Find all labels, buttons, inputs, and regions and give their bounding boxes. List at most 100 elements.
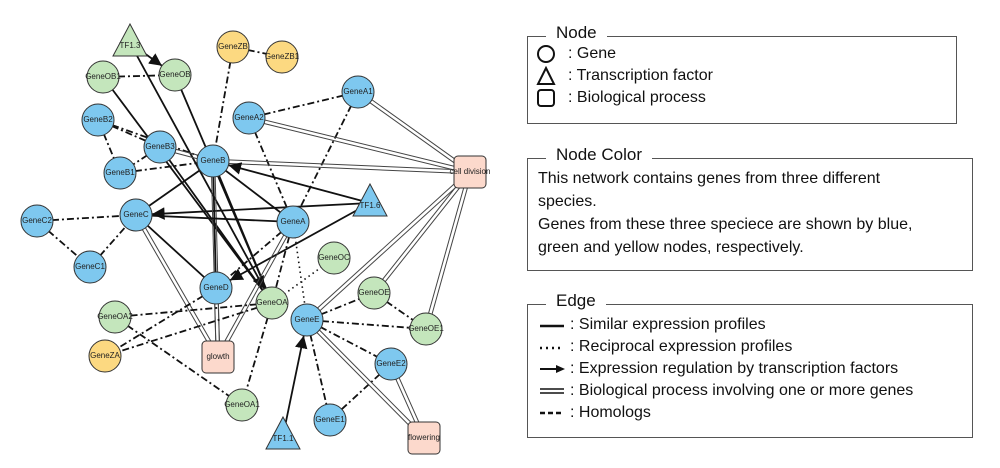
node-genec[interactable]: GeneC — [119, 198, 153, 232]
transcription-factor-triangle — [352, 182, 388, 217]
legend-edge-item-process: : Biological process involving one or mo… — [538, 380, 962, 402]
node-geneb1[interactable]: GeneB1 — [103, 156, 137, 190]
edge-similar — [212, 160, 273, 304]
node-label: TF1.6 — [360, 201, 381, 210]
legend-edge-item-homolog: : Homologs — [538, 402, 962, 424]
node-genec1[interactable]: GeneC1 — [73, 250, 107, 284]
node-geneb3[interactable]: GeneB3 — [143, 130, 177, 164]
node-label: GeneC — [123, 210, 149, 219]
edge-homolog — [306, 319, 427, 330]
node-geneb2[interactable]: GeneB2 — [81, 103, 115, 137]
node-genea2[interactable]: GeneA2 — [232, 101, 266, 135]
biological-process-box — [407, 421, 441, 455]
node-geneoc[interactable]: GeneOC — [317, 241, 351, 275]
node-label: GeneZB — [218, 42, 248, 51]
node-label: cell division — [450, 167, 491, 176]
edge-line — [372, 170, 469, 293]
edge-line — [104, 287, 217, 357]
edge-line — [358, 90, 472, 171]
edge-process — [372, 170, 472, 295]
node-tf1-1[interactable]: TF1.1 — [265, 415, 301, 450]
node-genee1[interactable]: GeneE1 — [313, 403, 347, 437]
node-geneob1[interactable]: GeneOB1 — [85, 60, 121, 94]
edge-line — [215, 220, 292, 357]
node-label: GeneB2 — [83, 115, 113, 124]
node-geneb[interactable]: GeneB — [196, 144, 230, 178]
edge-line — [307, 318, 426, 438]
node-label: GeneOA2 — [97, 312, 133, 321]
node-genea1[interactable]: GeneA1 — [341, 75, 375, 109]
node-geneoe1[interactable]: GeneOE1 — [408, 312, 444, 346]
node-label: GeneOC — [318, 253, 350, 262]
gene-circle — [20, 204, 54, 238]
legend-node-item-tf: : Transcription factor — [536, 65, 948, 87]
edge-line — [212, 162, 470, 175]
node-tf1-6[interactable]: TF1.6 — [352, 182, 388, 217]
node-label: GeneA — [281, 217, 307, 226]
edge-line — [248, 119, 470, 175]
node-geneob[interactable]: GeneOB — [158, 58, 192, 92]
gene-circle — [232, 101, 266, 135]
node-genee2[interactable]: GeneE2 — [374, 347, 408, 381]
node-flowering[interactable]: flowering — [407, 421, 441, 455]
legend-edge-box: Edge : Similar expression profiles : Rec… — [527, 291, 973, 438]
rounded-square-icon — [536, 88, 566, 108]
node-glowth[interactable]: glowth — [201, 340, 235, 374]
legend-node-color-title: Node Color — [546, 145, 652, 165]
edge-similar — [135, 214, 217, 289]
node-celldivision[interactable]: cell division — [450, 155, 491, 189]
edge-line — [151, 202, 371, 220]
legend-edge-item-similar: : Similar expression profiles — [538, 314, 962, 336]
node-label: GeneB3 — [145, 142, 175, 151]
node-gened[interactable]: GeneD — [199, 271, 233, 305]
edge-line — [135, 214, 217, 289]
edge-line — [356, 93, 470, 174]
edge-regulation — [282, 335, 308, 437]
edge-line — [213, 158, 471, 171]
node-genec2[interactable]: GeneC2 — [20, 204, 54, 238]
edge-line — [114, 302, 273, 318]
legend-node-item-process: : Biological process — [536, 87, 948, 109]
dotted-line-icon — [538, 342, 568, 352]
node-geneoa[interactable]: GeneOA — [255, 286, 289, 320]
edge-homolog — [248, 117, 294, 223]
node-genezb[interactable]: GeneZB — [216, 30, 250, 64]
node-genee[interactable]: GeneE — [290, 303, 324, 337]
edge-homolog — [36, 214, 137, 222]
gene-circle — [374, 347, 408, 381]
circle-icon — [536, 44, 566, 64]
legend-node-title: Node — [546, 23, 607, 43]
node-genea[interactable]: GeneA — [276, 205, 310, 239]
node-geneza[interactable]: GeneZA — [88, 339, 122, 373]
transcription-factor-triangle — [265, 415, 301, 450]
edge-homolog — [248, 91, 359, 119]
edge-line — [307, 172, 472, 322]
node-label: glowth — [206, 352, 229, 361]
node-genezb1[interactable]: GeneZB1 — [265, 40, 300, 74]
node-tf1-3[interactable]: TF1.3 — [112, 22, 148, 57]
edge-line — [215, 221, 294, 289]
gene-circle — [341, 75, 375, 109]
edge-line — [282, 335, 308, 437]
node-label: GeneD — [203, 283, 229, 292]
gene-circle — [119, 198, 153, 232]
edge-line — [249, 115, 471, 171]
node-label: GeneOE — [358, 288, 389, 297]
node-label: flowering — [408, 433, 440, 442]
gene-circle — [103, 156, 137, 190]
node-geneoa2[interactable]: GeneOA2 — [97, 300, 133, 334]
edge-process — [305, 170, 472, 322]
edge-line — [241, 302, 273, 406]
legend-node-color-line: species. — [538, 193, 597, 210]
node-geneoa1[interactable]: GeneOA1 — [224, 388, 260, 422]
edge-line — [135, 214, 294, 223]
legend-node-item-gene: : Gene — [536, 43, 948, 65]
edge-line — [292, 91, 359, 223]
gene-circle — [98, 300, 132, 334]
node-geneoe[interactable]: GeneOE — [357, 276, 391, 310]
edge-process — [212, 158, 471, 175]
edge-line — [104, 302, 273, 357]
edge-similar — [212, 160, 217, 289]
node-label: GeneA1 — [343, 87, 373, 96]
